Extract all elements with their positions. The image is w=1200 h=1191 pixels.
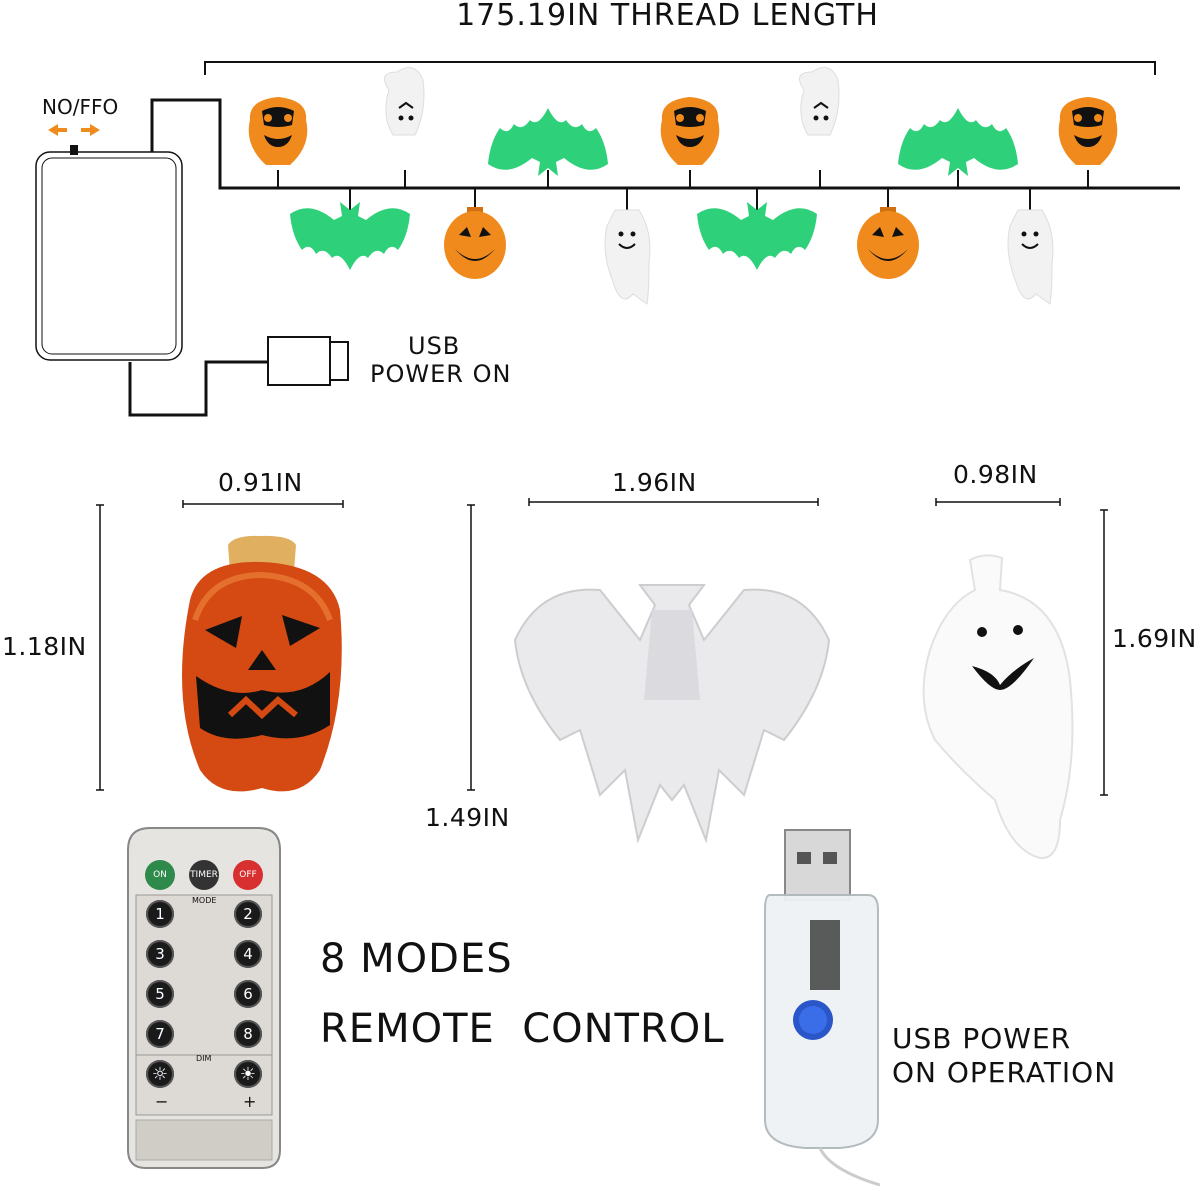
dim-up-sun-icon[interactable]: ☀: [234, 1060, 262, 1088]
remote-key-5[interactable]: 5: [146, 980, 174, 1008]
upper-bat-2: [898, 108, 1018, 176]
remote-on-button[interactable]: ON: [145, 860, 175, 890]
usb-operation-line2: ON OPERATION: [892, 1056, 1117, 1089]
ghost-height-label: 1.69IN: [1112, 624, 1197, 653]
bat-width-label: 1.96IN: [612, 468, 697, 497]
remote-key-3[interactable]: 3: [146, 940, 174, 968]
remote-key-1[interactable]: 1: [146, 900, 174, 928]
lower-ghost-2: [1007, 209, 1054, 305]
lower-bat-2: [697, 202, 817, 270]
lower-pumpkin-2: [857, 207, 919, 279]
remote-plus-label: +: [243, 1092, 257, 1111]
dim-down-sun-icon[interactable]: ☼: [146, 1060, 174, 1088]
usb-wire: [128, 360, 268, 417]
ghost-width-label: 0.98IN: [953, 460, 1038, 489]
lower-bat-1: [290, 202, 410, 270]
upper-ghost-2: [798, 66, 840, 136]
pumpkin-height-label: 1.18IN: [2, 632, 87, 661]
remote-timer-button[interactable]: TIMER: [189, 860, 219, 890]
usb-operation-line1: USB POWER: [892, 1022, 1072, 1055]
modes-label: 8 MODES: [320, 936, 513, 982]
usb-label-line1: USB: [408, 332, 461, 360]
remote-key-7[interactable]: 7: [146, 1020, 174, 1048]
usb-label-line2: POWER ON: [370, 360, 512, 388]
remote-off-button[interactable]: OFF: [233, 860, 263, 890]
length-bracket: [204, 61, 1156, 75]
remote-key-6[interactable]: 6: [234, 980, 262, 1008]
light-wire: [150, 98, 1180, 190]
bat-product-image: [513, 584, 831, 844]
remote-key-2[interactable]: 2: [234, 900, 262, 928]
bat-height-label: 1.49IN: [425, 803, 510, 832]
pumpkin-product-image: [182, 535, 342, 792]
upper-pumpkin-2: [660, 97, 720, 165]
lower-ghost-1: [604, 209, 651, 305]
upper-pumpkin-3: [1058, 97, 1118, 165]
switch-label: NO/FFO: [42, 95, 119, 119]
usb-plug-body: [267, 336, 331, 386]
remote-key-4[interactable]: 4: [234, 940, 262, 968]
battery-box: [35, 151, 183, 361]
upper-ghost-1: [383, 66, 425, 136]
upper-pumpkin-1: [248, 97, 308, 165]
remote-control-label: REMOTE CONTROL: [320, 1006, 725, 1052]
remote-mode-label: MODE: [192, 896, 217, 905]
remote-minus-label: −: [155, 1092, 169, 1111]
usb-plug-tip: [329, 341, 349, 381]
battery-box-inner: [41, 157, 177, 355]
thread-length-title: 175.19IN THREAD LENGTH: [456, 0, 879, 33]
upper-bat-1: [488, 108, 608, 176]
lower-pumpkin-1: [444, 207, 506, 279]
pumpkin-width-label: 0.91IN: [218, 468, 303, 497]
ghost-product-image: [922, 554, 1074, 860]
remote-dim-label: DIM: [196, 1054, 212, 1063]
battery-switch: [70, 145, 78, 155]
remote-key-8[interactable]: 8: [234, 1020, 262, 1048]
switch-arrows-icon: [48, 124, 100, 136]
usb-dongle-image: [764, 829, 881, 1187]
